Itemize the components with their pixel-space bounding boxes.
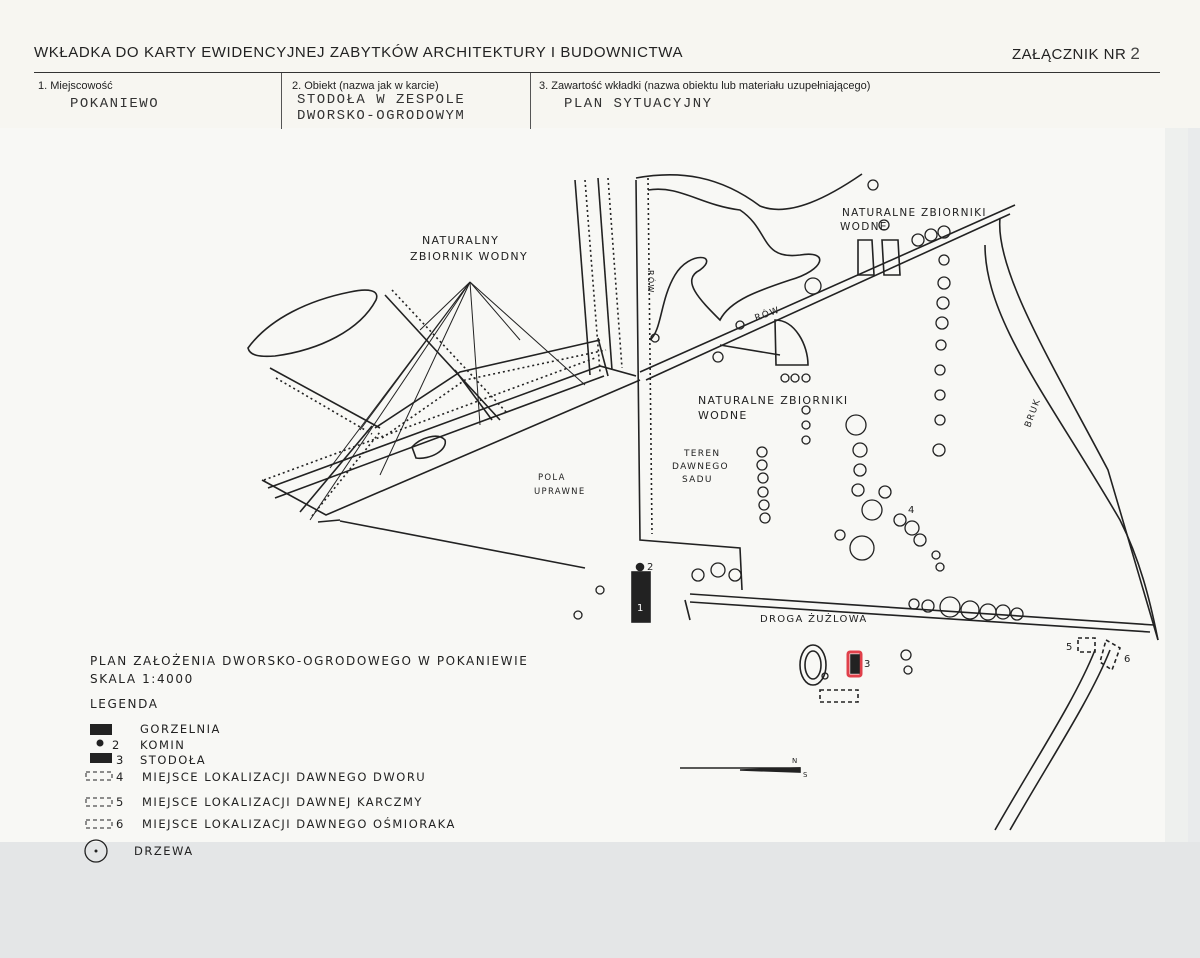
document-title: WKŁADKA DO KARTY EWIDENCYJNEJ ZABYTKÓW A… bbox=[34, 44, 684, 61]
legend-num-inn: 5 bbox=[116, 795, 125, 809]
card-backing-lower bbox=[0, 842, 1200, 958]
label-natural-water-2: NATURALNE ZBIORNIKI bbox=[842, 207, 987, 219]
field-label-location: 1. Miejscowość bbox=[38, 80, 113, 92]
annotation-rays bbox=[309, 281, 586, 521]
label-num-3: 3 bbox=[864, 659, 872, 670]
field-value-object-line2: DWORSKO-OGRODOWYM bbox=[297, 108, 466, 124]
legend-label-manor: MIEJSCE LOKALIZACJI DAWNEGO DWORU bbox=[142, 770, 427, 784]
field-divider-2 bbox=[530, 73, 531, 129]
label-natural-water-1b: ZBIORNIK WODNY bbox=[410, 250, 528, 263]
legend-num-barn: 3 bbox=[116, 753, 125, 767]
legend-num-octagon: 6 bbox=[116, 817, 125, 831]
pond-rect-2 bbox=[881, 239, 901, 276]
pond-rect-1 bbox=[857, 239, 875, 276]
distillery-building bbox=[631, 571, 651, 623]
label-slag-road: DROGA ŻUŻLOWA bbox=[760, 612, 867, 625]
field-value-location: POKANIEWO bbox=[70, 96, 160, 112]
label-num-2: 2 bbox=[647, 562, 655, 573]
label-ditch-2: RÓW bbox=[646, 270, 657, 294]
label-fields-2: UPRAWNE bbox=[534, 487, 586, 497]
legend-label-inn: MIEJSCE LOKALIZACJI DAWNEJ KARCZMY bbox=[142, 795, 423, 809]
cobble-road-south bbox=[1009, 649, 1111, 831]
park-woodland-outline bbox=[647, 188, 821, 341]
field-divider-1 bbox=[281, 73, 282, 129]
field-label-object: 2. Obiekt (nazwa jak w karcie) bbox=[292, 80, 439, 92]
ditch-line-2 bbox=[645, 213, 1011, 381]
chimney-marker bbox=[635, 562, 645, 572]
barn-building bbox=[850, 654, 860, 674]
legend-symbol-octagon bbox=[85, 819, 113, 829]
field-value-content: PLAN SYTUACYJNY bbox=[564, 96, 713, 112]
estate-boundary-north bbox=[635, 173, 863, 211]
label-south: S bbox=[803, 771, 809, 779]
estate-boundary-west bbox=[635, 179, 743, 591]
legend-symbol-distillery bbox=[90, 724, 112, 735]
legend-label-octagon: MIEJSCE LOKALIZACJI DAWNEGO OŚMIORAKA bbox=[142, 817, 456, 831]
field-label-content: 3. Zawartość wkładki (nazwa obiektu lub … bbox=[539, 80, 871, 92]
octagon-site bbox=[1099, 638, 1121, 672]
trees bbox=[573, 179, 1024, 680]
paper-header-area bbox=[0, 0, 1200, 128]
label-orchard-1: TEREN bbox=[683, 449, 720, 459]
legend-num-manor: 4 bbox=[116, 770, 125, 784]
label-orchard-3: SADU bbox=[682, 475, 713, 485]
oval-pond bbox=[799, 644, 827, 686]
legend-label-trees: DRZEWA bbox=[134, 844, 194, 858]
label-natural-water-2b: WODNE bbox=[840, 221, 888, 233]
label-orchard-2: DAWNEGO bbox=[672, 462, 729, 472]
annex-number: 2 bbox=[1130, 44, 1141, 63]
ditch-line bbox=[639, 204, 1016, 373]
legend-symbols bbox=[84, 724, 113, 863]
label-north: N bbox=[792, 757, 799, 765]
label-num-4: 4 bbox=[908, 505, 916, 516]
tree-avenue-vertical bbox=[574, 177, 623, 376]
legend-label-distillery: GORZELNIA bbox=[140, 722, 221, 736]
pond-large bbox=[247, 289, 378, 358]
legend-symbol-chimney bbox=[96, 739, 104, 747]
field-boundary-stub bbox=[317, 519, 341, 523]
cobble-road bbox=[984, 244, 1159, 641]
inn-site bbox=[1077, 637, 1096, 653]
tree-avenue-upper bbox=[269, 289, 609, 517]
legend-symbol-manor bbox=[85, 771, 113, 781]
manor-site bbox=[819, 689, 859, 703]
legend-label-chimney: KOMIN bbox=[140, 738, 186, 752]
legend-symbol-tree bbox=[84, 839, 108, 863]
legend-symbol-inn bbox=[85, 797, 113, 807]
slag-road bbox=[689, 601, 1151, 633]
field-boundary-line bbox=[261, 379, 641, 516]
field-value-object-line1: STODOŁA W ZESPOLE bbox=[297, 92, 466, 108]
label-natural-water-3: NATURALNE ZBIORNIKI bbox=[698, 394, 848, 407]
header-rule bbox=[34, 72, 1160, 73]
label-num-5: 5 bbox=[1066, 642, 1074, 653]
label-cobble-road: BRUK bbox=[1023, 397, 1043, 429]
label-natural-water-1: NATURALNY bbox=[422, 234, 499, 247]
legend-title: LEGENDA bbox=[90, 697, 159, 711]
pond-curve bbox=[774, 319, 809, 366]
barn-highlight bbox=[846, 650, 863, 678]
label-fields-1: POLA bbox=[538, 473, 566, 483]
label-num-1: 1 bbox=[637, 603, 643, 614]
annex-text: ZAŁĄCZNIK NR bbox=[1012, 46, 1127, 63]
legend-symbol-barn bbox=[90, 753, 112, 763]
label-num-6: 6 bbox=[1124, 654, 1132, 665]
legend-label-barn: STODOŁA bbox=[140, 753, 207, 767]
small-pond bbox=[411, 435, 446, 460]
field-boundary-line-2 bbox=[339, 520, 586, 569]
north-arrow bbox=[739, 767, 801, 773]
label-natural-water-3b: WODNE bbox=[698, 409, 748, 422]
legend-num-chimney: 2 bbox=[112, 738, 121, 752]
paper bbox=[0, 0, 1165, 842]
plan-scale: SKALA 1:4000 bbox=[90, 672, 194, 686]
plan-caption: PLAN ZAŁOŻENIA DWORSKO-OGRODOWEGO W POKA… bbox=[90, 654, 529, 668]
